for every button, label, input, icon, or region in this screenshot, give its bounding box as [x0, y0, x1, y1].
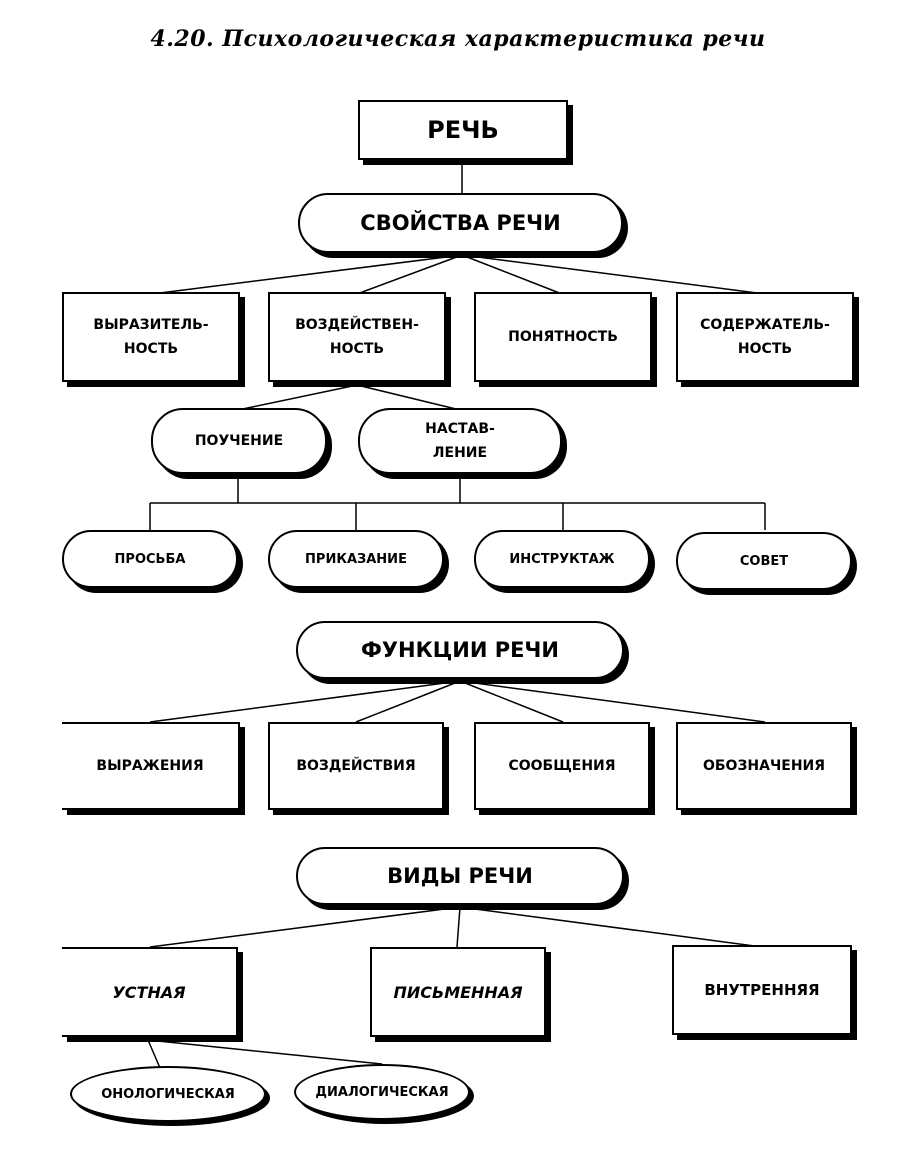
kind-label-written: ПИСЬМЕННАЯ	[393, 982, 523, 1002]
property-node-clarity: ПОНЯТНОСТЬ	[474, 292, 652, 382]
property-node-content: СОДЕРЖАТЕЛЬ- НОСТЬ	[676, 292, 854, 382]
form-node-advice: СОВЕТ	[676, 532, 852, 590]
property-node-expressiveness: ВЫРАЗИТЕЛЬ- НОСТЬ	[62, 292, 240, 382]
function-label-expression: ВЫРАЖЕНИЯ	[96, 758, 204, 774]
function-label-communication: СООБЩЕНИЯ	[508, 758, 616, 774]
form-node-briefing: ИНСТРУКТАЖ	[474, 530, 650, 588]
influence-node-teaching: ПОУЧЕНИЕ	[151, 408, 327, 474]
properties-heading-label: СВОЙСТВА РЕЧИ	[360, 211, 561, 235]
property-node-influence: ВОЗДЕЙСТВЕН- НОСТЬ	[268, 292, 446, 382]
root-label: РЕЧЬ	[427, 116, 499, 144]
function-node-influence: ВОЗДЕЙСТВИЯ	[268, 722, 444, 810]
oral-form-label-dialogue: ДИАЛОГИЧЕСКАЯ	[315, 1084, 449, 1100]
functions-heading-label: ФУНКЦИИ РЕЧИ	[361, 638, 559, 662]
functions-heading-node: ФУНКЦИИ РЕЧИ	[296, 621, 624, 679]
form-node-order: ПРИКАЗАНИЕ	[268, 530, 444, 588]
function-node-designation: ОБОЗНАЧЕНИЯ	[676, 722, 852, 810]
form-label-request: ПРОСЬБА	[114, 551, 186, 567]
influence-label-teaching: ПОУЧЕНИЕ	[194, 433, 284, 449]
kind-node-oral: УСТНАЯ	[62, 947, 238, 1037]
function-node-expression: ВЫРАЖЕНИЯ	[62, 722, 240, 810]
kinds-heading-node: ВИДЫ РЕЧИ	[296, 847, 624, 905]
root-node: РЕЧЬ	[358, 100, 568, 160]
oral-form-node-monologue: ОНОЛОГИЧЕСКАЯ	[70, 1066, 266, 1122]
kinds-heading-label: ВИДЫ РЕЧИ	[387, 864, 533, 888]
page-title: 4.20. Психологическая характеристика реч…	[150, 26, 766, 52]
function-label-influence: ВОЗДЕЙСТВИЯ	[296, 758, 416, 774]
function-node-communication: СООБЩЕНИЯ	[474, 722, 650, 810]
kind-label-inner: ВНУТРЕННЯЯ	[704, 981, 820, 999]
form-label-order: ПРИКАЗАНИЕ	[305, 551, 407, 567]
form-label-advice: СОВЕТ	[739, 553, 789, 569]
oral-form-label-monologue: ОНОЛОГИЧЕСКАЯ	[101, 1086, 235, 1102]
form-label-briefing: ИНСТРУКТАЖ	[509, 551, 615, 567]
property-label-expressiveness: ВЫРАЗИТЕЛЬ- НОСТЬ	[93, 317, 209, 357]
kind-node-inner: ВНУТРЕННЯЯ	[672, 945, 852, 1035]
influence-node-guidance: НАСТАВ- ЛЕНИЕ	[358, 408, 562, 474]
kind-label-oral: УСТНАЯ	[112, 982, 186, 1002]
form-node-request: ПРОСЬБА	[62, 530, 238, 588]
influence-label-guidance: НАСТАВ- ЛЕНИЕ	[425, 421, 495, 461]
oral-form-node-dialogue: ДИАЛОГИЧЕСКАЯ	[294, 1064, 470, 1120]
property-label-content: СОДЕРЖАТЕЛЬ- НОСТЬ	[700, 317, 830, 357]
function-label-designation: ОБОЗНАЧЕНИЯ	[702, 758, 826, 774]
kind-node-written: ПИСЬМЕННАЯ	[370, 947, 546, 1037]
property-label-clarity: ПОНЯТНОСТЬ	[508, 329, 618, 345]
property-label-influence: ВОЗДЕЙСТВЕН- НОСТЬ	[295, 317, 419, 357]
properties-heading-node: СВОЙСТВА РЕЧИ	[298, 193, 623, 253]
